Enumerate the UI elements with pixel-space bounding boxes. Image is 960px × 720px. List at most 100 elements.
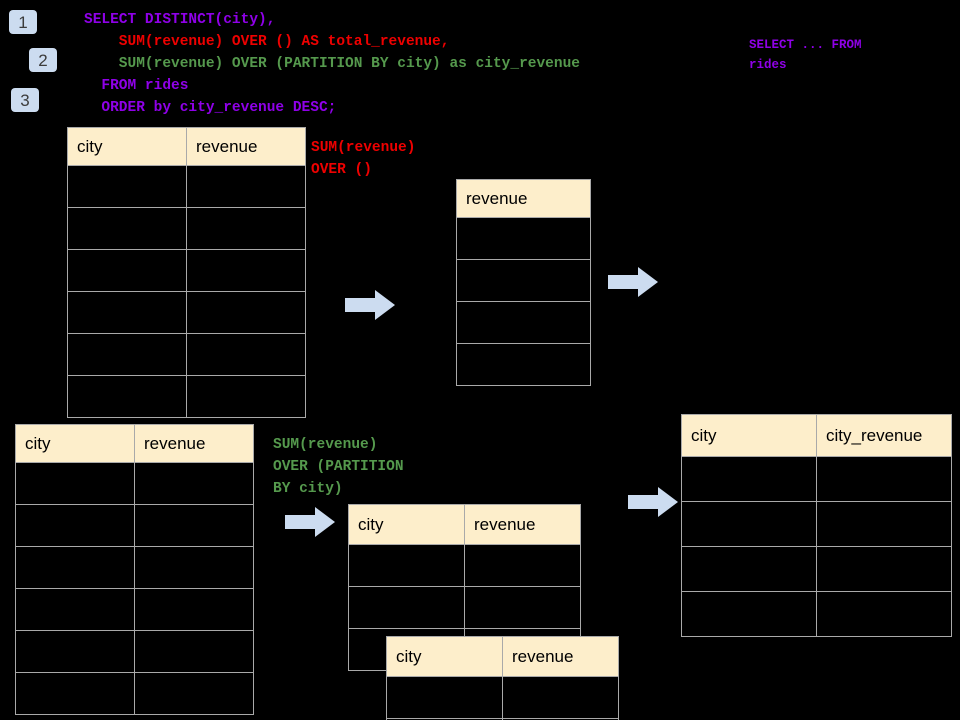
table-row: [15, 462, 254, 505]
cell-city: [681, 456, 817, 502]
table-row: [681, 591, 952, 637]
cell-city: [15, 630, 135, 673]
cell-city: [681, 591, 817, 637]
cell-revenue: [134, 672, 254, 715]
column-header-revenue: revenue: [456, 179, 591, 218]
label-total-revenue-line1: SUM(revenue): [311, 140, 416, 156]
label-city-revenue-line3: BY city): [273, 481, 343, 497]
cell-revenue: [186, 165, 306, 208]
cell-city: [348, 544, 465, 587]
table-row: [15, 588, 254, 631]
table-row: [681, 456, 952, 502]
cell-city-revenue: [816, 456, 952, 502]
arrow-total-revenue-to-output: [608, 265, 658, 304]
table-row: [67, 165, 306, 208]
cell-city: [681, 501, 817, 547]
side-note-rides: rides: [749, 58, 787, 72]
table-row: [681, 546, 952, 592]
cell-revenue: [134, 504, 254, 547]
table-row: [67, 291, 306, 334]
column-header-revenue: revenue: [464, 504, 581, 545]
total-revenue-table: revenue: [456, 179, 591, 386]
cell-city: [15, 462, 135, 505]
column-header-revenue: revenue: [502, 636, 619, 677]
sql-line-select-distinct: SELECT DISTINCT(city),: [84, 12, 276, 28]
cell-city-revenue: [816, 546, 952, 592]
table-row: [67, 249, 306, 292]
cell-revenue: [134, 588, 254, 631]
cell-city: [67, 207, 187, 250]
cell-revenue: [134, 462, 254, 505]
cell-city: [15, 588, 135, 631]
step-badge-3-label: 3: [20, 90, 30, 110]
cell-revenue: [502, 676, 619, 719]
cell-revenue: [464, 544, 581, 587]
table-row: [15, 504, 254, 547]
step-badge-3[interactable]: 3: [11, 88, 39, 112]
column-header-city: city: [348, 504, 465, 545]
cell-revenue: [134, 630, 254, 673]
table-row: [456, 259, 591, 302]
sql-line-city-revenue: SUM(revenue) OVER (PARTITION BY city) as…: [84, 56, 580, 72]
cell-city: [348, 586, 465, 629]
label-total-revenue-line2: OVER (): [311, 162, 372, 178]
table-row: [15, 672, 254, 715]
cell-city-revenue: [816, 501, 952, 547]
cell-city: [15, 546, 135, 589]
partition-group-table-front: city revenue: [386, 636, 619, 720]
cell-city: [67, 165, 187, 208]
cell-city: [67, 375, 187, 418]
arrow-rides-to-total-revenue: [345, 288, 395, 327]
label-city-revenue-line2: OVER (PARTITION: [273, 459, 404, 475]
table-row: [348, 544, 581, 587]
cell-revenue: [456, 301, 591, 344]
sql-line-from-rides: FROM rides: [84, 78, 189, 94]
cell-revenue: [186, 333, 306, 376]
arrow-partition-to-final: [628, 485, 678, 524]
table-row: [67, 375, 306, 418]
cell-revenue: [186, 249, 306, 292]
cell-revenue: [464, 586, 581, 629]
step-badge-2[interactable]: 2: [29, 48, 57, 72]
step-badge-1-label: 1: [18, 12, 28, 32]
cell-revenue: [456, 343, 591, 386]
cell-revenue: [186, 207, 306, 250]
table-row: [456, 217, 591, 260]
table-row: [386, 676, 619, 719]
cell-revenue: [186, 291, 306, 334]
rides-source-table-top: city revenue: [67, 127, 306, 418]
column-header-city: city: [681, 414, 817, 457]
table-row: [15, 630, 254, 673]
cell-city: [67, 291, 187, 334]
cell-revenue: [502, 718, 619, 720]
table-row: [348, 586, 581, 629]
final-result-table: city city_revenue: [681, 414, 952, 637]
cell-revenue: [134, 546, 254, 589]
table-row: [386, 718, 619, 720]
step-badge-1[interactable]: 1: [9, 10, 37, 34]
column-header-revenue: revenue: [134, 424, 254, 463]
cell-city: [681, 546, 817, 592]
cell-revenue: [456, 259, 591, 302]
cell-revenue: [186, 375, 306, 418]
cell-city: [67, 249, 187, 292]
column-header-city-revenue: city_revenue: [816, 414, 952, 457]
table-header-row: revenue: [456, 179, 591, 218]
table-header-row: city revenue: [15, 424, 254, 463]
table-row: [15, 546, 254, 589]
table-row: [67, 333, 306, 376]
arrow-rides-to-partition: [285, 505, 335, 544]
side-note-select-from: SELECT ... FROM: [749, 38, 862, 52]
cell-city-revenue: [816, 591, 952, 637]
sql-line-order-by: ORDER by city_revenue DESC;: [84, 100, 337, 116]
cell-city: [67, 333, 187, 376]
table-row: [681, 501, 952, 547]
table-row: [456, 301, 591, 344]
sql-line-total-revenue: SUM(revenue) OVER () AS total_revenue,: [84, 34, 450, 50]
table-header-row: city revenue: [67, 127, 306, 166]
cell-city: [386, 676, 503, 719]
cell-revenue: [456, 217, 591, 260]
column-header-city: city: [386, 636, 503, 677]
rides-source-table-bottom: city revenue: [15, 424, 254, 715]
